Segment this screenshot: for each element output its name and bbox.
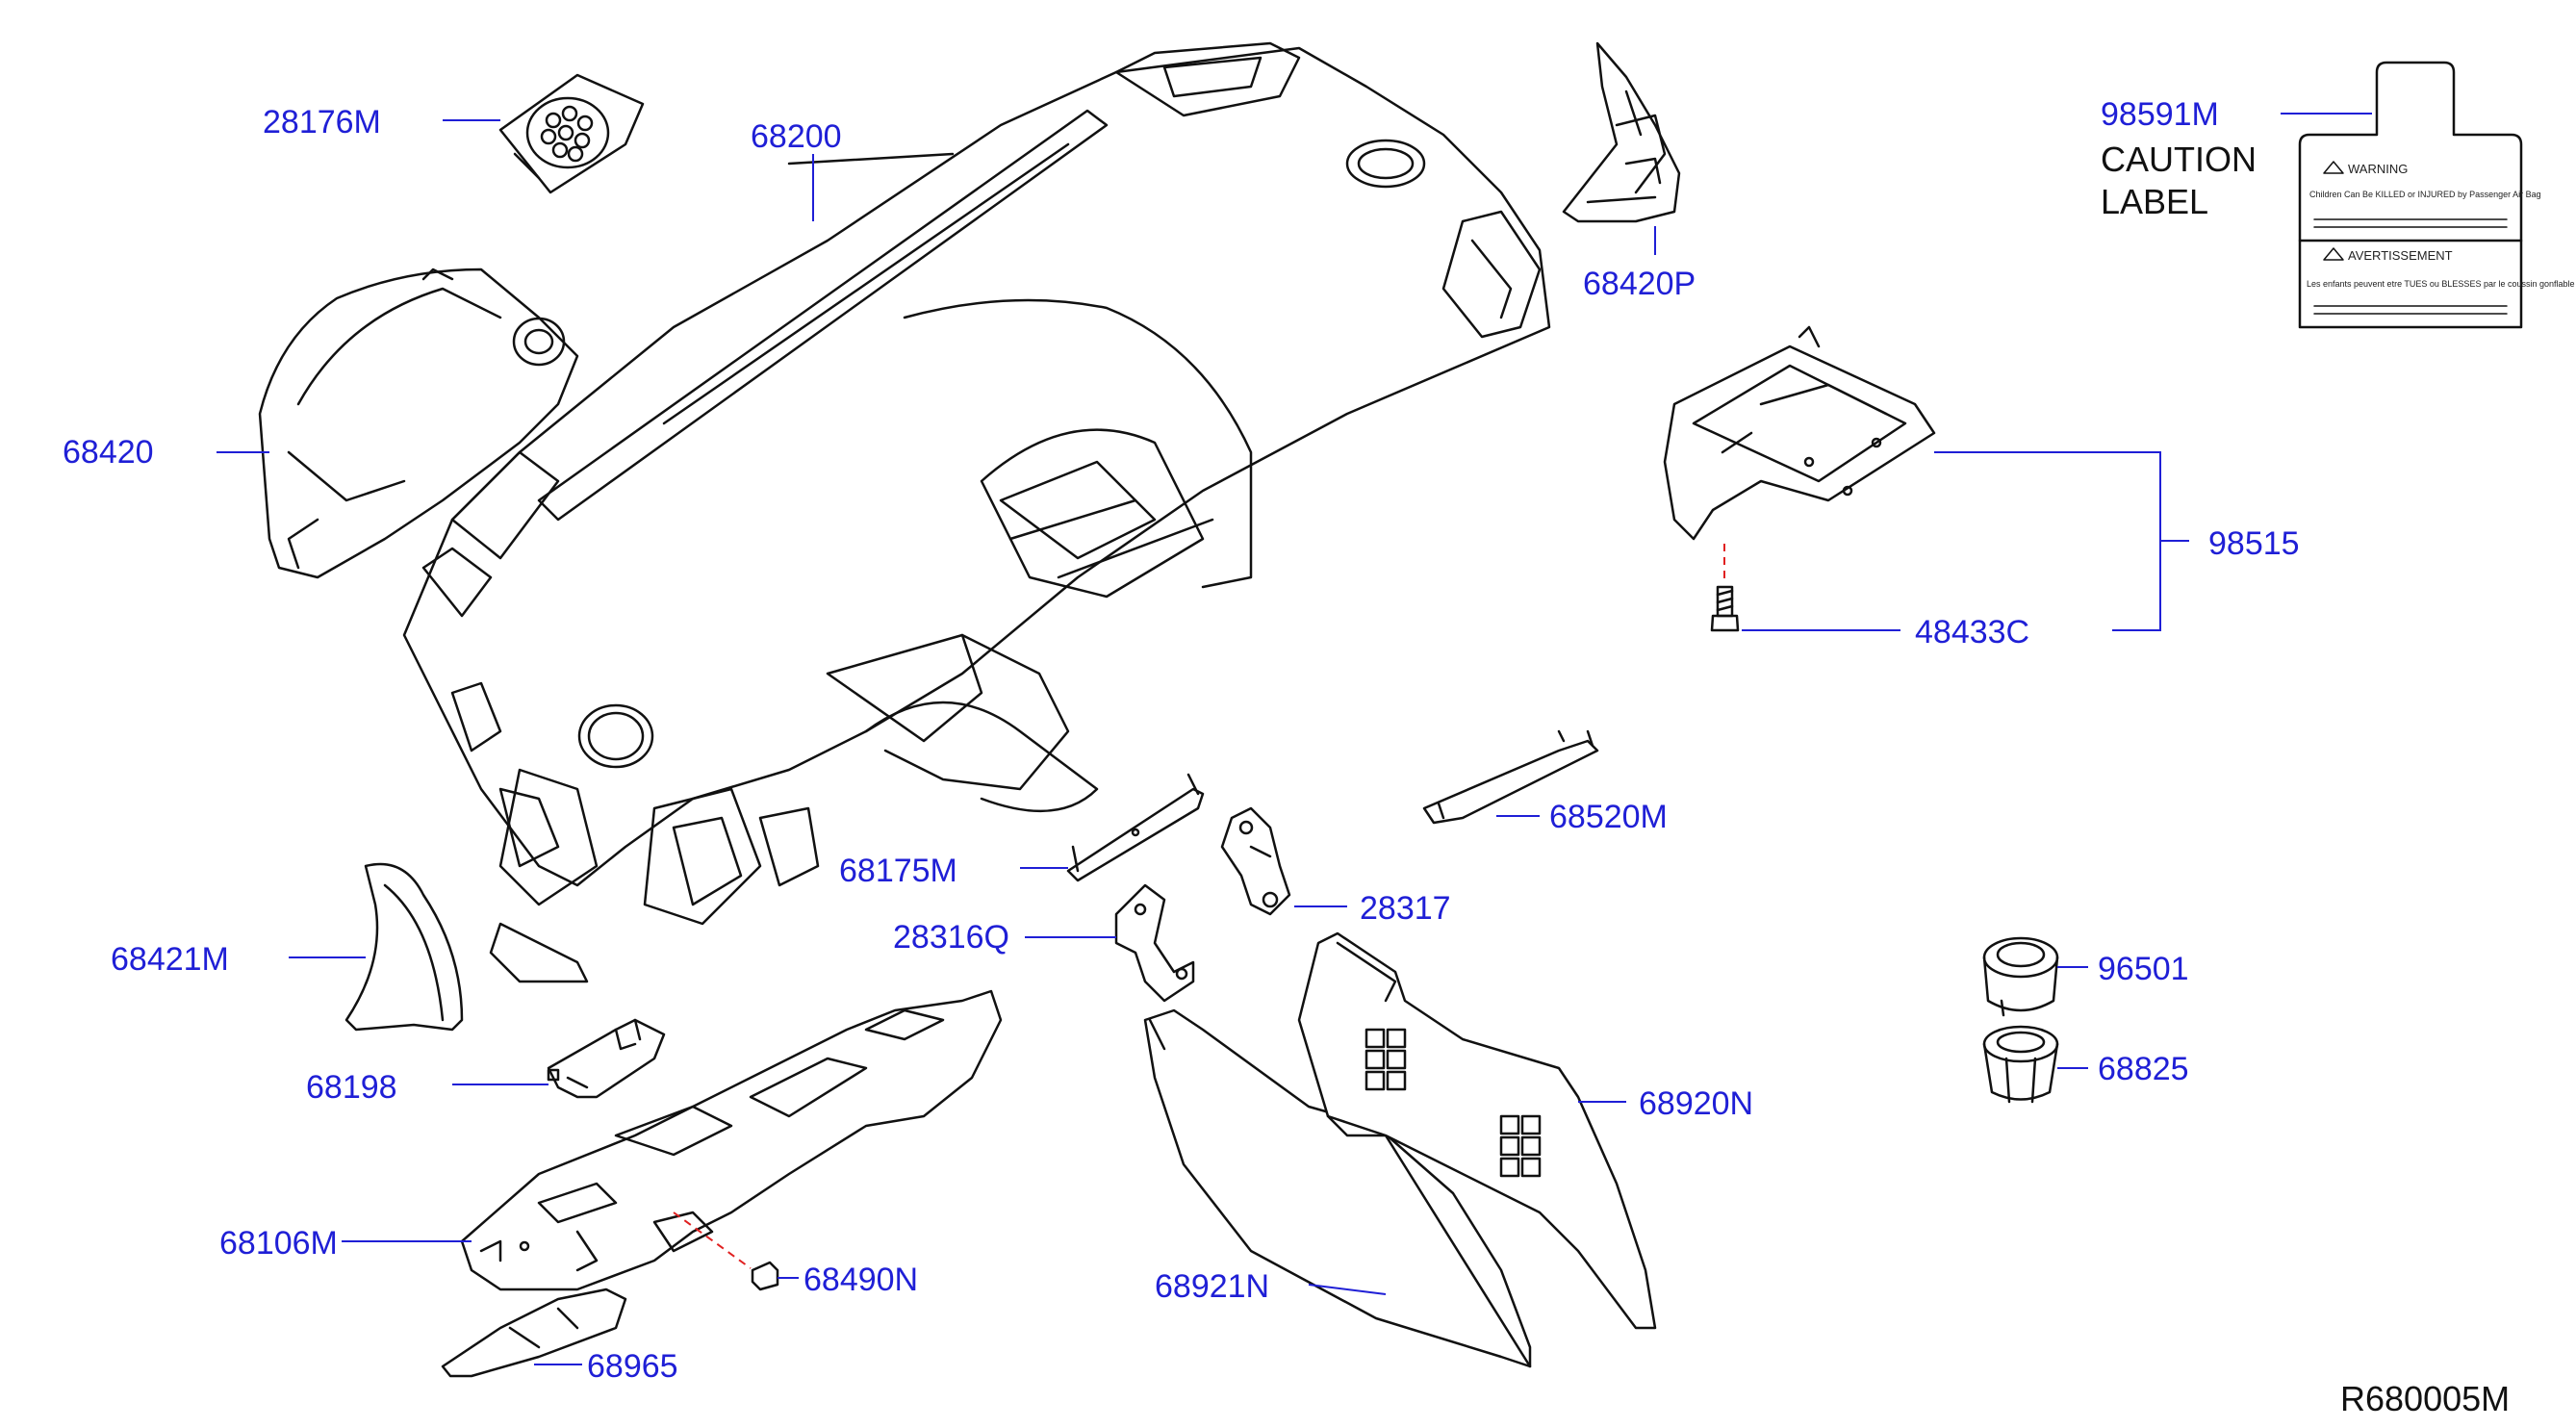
side-cover-left-part[interactable] [344,862,464,1032]
warning-heading: WARNING [2348,162,2408,176]
bracket-68175M-part[interactable] [1066,773,1205,882]
cup-holder-insert-part[interactable] [1982,1025,2059,1104]
label-68106M[interactable]: 68106M [219,1225,338,1262]
airbag-bracket-part[interactable] [1663,325,1936,541]
label-68520M[interactable]: 68520M [1549,799,1668,835]
label-68490N[interactable]: 68490N [803,1262,919,1298]
label-68420[interactable]: 68420 [63,434,154,471]
dashed-leader-clip [673,1211,752,1269]
speaker-grille-part[interactable] [498,73,645,194]
label-68175M[interactable]: 68175M [839,853,957,889]
label-96501[interactable]: 96501 [2098,951,2189,987]
label-68200[interactable]: 68200 [751,118,842,155]
cluster-lid-part[interactable] [258,268,579,579]
caution-label-part[interactable] [2298,61,2523,329]
label-98591M[interactable]: 98591M [2101,96,2219,133]
bracket-68198-part[interactable] [547,1018,666,1099]
caution-label-line2: LABEL [2101,182,2209,221]
lower-trim-part[interactable] [441,1288,627,1378]
label-68920N[interactable]: 68920N [1639,1085,1754,1122]
label-28317[interactable]: 28317 [1360,890,1451,927]
caution-label-line1: CAUTION [2101,140,2257,179]
leader-98515 [1934,451,2161,631]
lower-cover-right-part[interactable] [1297,931,1657,1330]
reference-code: R680005M [2340,1379,2511,1418]
avertissement-heading: AVERTISSEMENT [2348,248,2453,263]
label-68965[interactable]: 68965 [587,1348,678,1385]
bracket-28316Q-part[interactable] [1114,883,1195,1003]
warning-text: Children Can Be KILLED or INJURED by Pas… [2309,190,2541,199]
instrument-panel-part[interactable] [402,41,1551,983]
avertissement-text: Les enfants peuvent etre TUES ou BLESSES… [2307,279,2576,289]
lower-panel-part[interactable] [460,989,1003,1291]
lower-cover-left-part[interactable] [1143,1008,1532,1368]
label-68825[interactable]: 68825 [2098,1051,2189,1087]
label-48433C[interactable]: 48433C [1915,614,2030,650]
label-68198[interactable]: 68198 [306,1069,397,1106]
side-finisher-right-part[interactable] [1562,41,1681,223]
leader-68921N [1308,1284,1387,1295]
clip-part[interactable] [751,1261,779,1291]
trim-strip-part[interactable] [1422,729,1599,825]
label-98515[interactable]: 98515 [2208,525,2300,562]
label-28316Q[interactable]: 28316Q [893,919,1009,956]
bracket-28317-part[interactable] [1220,806,1291,916]
bolt-part[interactable] [1710,585,1740,632]
cup-holder-part[interactable] [1982,936,2059,1017]
label-68420P[interactable]: 68420P [1583,266,1696,302]
label-28176M[interactable]: 28176M [263,104,381,140]
label-68421M[interactable]: 68421M [111,941,229,978]
label-68921N[interactable]: 68921N [1155,1268,1270,1305]
